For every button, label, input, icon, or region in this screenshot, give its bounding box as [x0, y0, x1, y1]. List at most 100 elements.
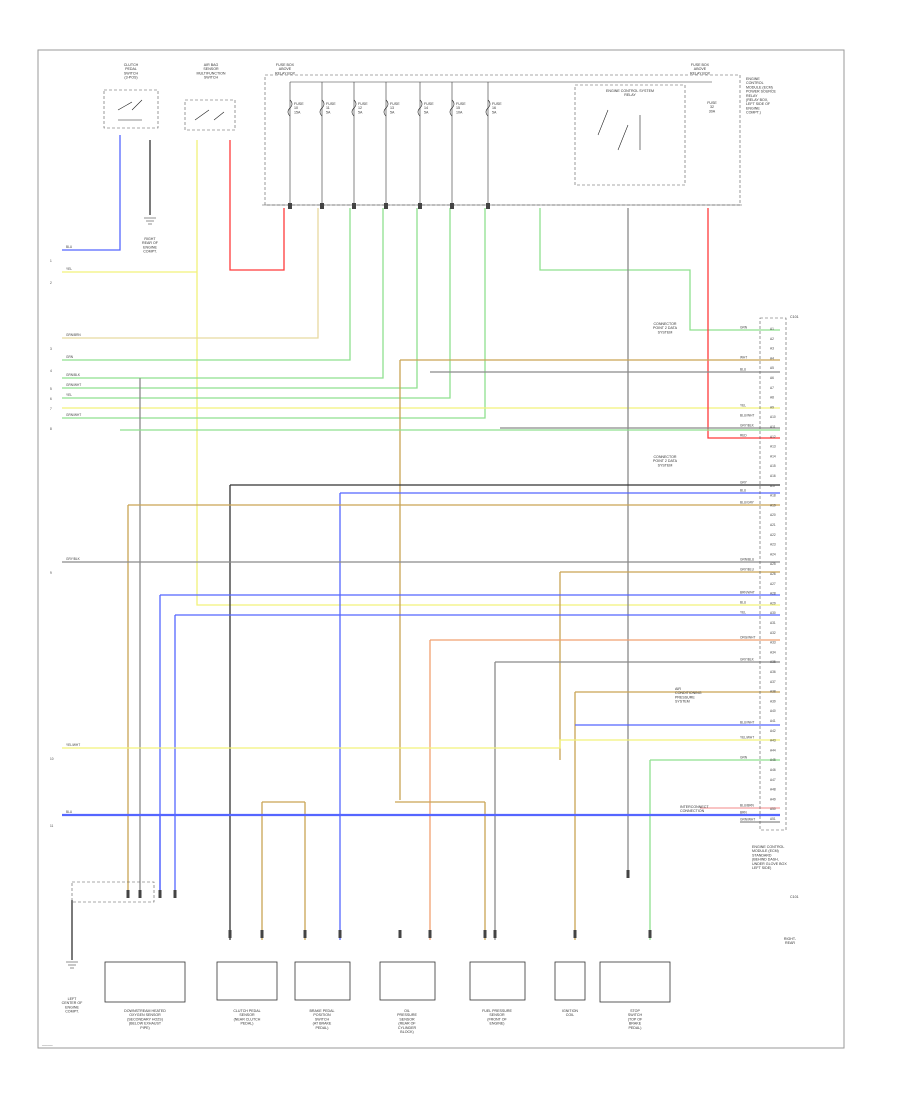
ecm-pin-label: A4: [770, 356, 774, 360]
ecm-pin-label: A1: [770, 327, 774, 331]
right-wire-label: BRN/WHT: [740, 591, 755, 595]
wire-green: [62, 208, 486, 419]
ecm-pin-label: A3: [770, 347, 774, 351]
ecm-pin-label: A10: [770, 415, 776, 419]
connector-pin: [320, 203, 324, 209]
right-wire-label: BLU/BRN: [740, 804, 755, 808]
ecm-pin-label: A44: [770, 748, 776, 752]
ecm-pin-label: A48: [770, 788, 776, 792]
ecm-pin-label: A24: [770, 552, 776, 556]
ecm-pin-label: A51: [770, 817, 776, 821]
ecm-pin-label: A21: [770, 523, 776, 527]
left-label-color: GRY/BLK: [66, 557, 81, 561]
ecm-pin-label: A9: [770, 405, 774, 409]
ecm-pin-label: A47: [770, 778, 776, 782]
ecm-pin-label: A22: [770, 533, 776, 537]
ecm-pin-label: A31: [770, 621, 776, 625]
left-label-num: 7: [50, 407, 52, 411]
connector-pin: [338, 930, 342, 938]
ecm-pin-label: A42: [770, 729, 776, 733]
left-label-num: 3: [50, 347, 52, 351]
wire-green: [539, 208, 780, 331]
wire-green: [62, 208, 351, 361]
ecm-pin-label: A46: [770, 768, 776, 772]
fuse-symbol: [287, 99, 293, 117]
right-wire-label: ORG/WHT: [740, 636, 755, 640]
fuse-symbol: [319, 99, 325, 117]
ecm-pin-label: A41: [770, 719, 776, 723]
connector-pin: [173, 890, 177, 898]
ecm-pin-label: A33: [770, 641, 776, 645]
left-label-num: 6: [50, 397, 52, 401]
connector-pin: [260, 930, 264, 938]
left-wire-labels: 1BLU2YEL3GRN/BRN4GRN5GRN/BLK6GRN/WHT7YEL…: [50, 245, 81, 828]
right-wire-label: BLU/WHT: [740, 414, 754, 418]
ecm-pin-label: A49: [770, 797, 776, 801]
wire-blue: [62, 135, 121, 251]
ecm-pin-label: A7: [770, 386, 774, 390]
connector-pin: [158, 890, 162, 898]
left-label-num: 2: [50, 281, 52, 285]
ecm-pin-label: A15: [770, 464, 776, 468]
ecm-pin-label: A18: [770, 494, 776, 498]
connector-pin: [626, 870, 630, 878]
right-wire-label: BRN: [740, 811, 747, 815]
page-ref: ______: [41, 1042, 53, 1046]
right-wire-label: GRN: [740, 326, 748, 330]
ecm-connector-pins: A1A2A3A4A5A6A7A8A9A10A11A12A13A14A15A16A…: [759, 317, 787, 831]
right-wire-label: GRY/BLK: [740, 424, 755, 428]
connector-pin: [228, 930, 232, 938]
connector-pin: [352, 203, 356, 209]
wire-tan: [62, 208, 319, 339]
ecm-connector-label-2: C101: [790, 895, 799, 899]
right-wire-label: YEL: [740, 404, 746, 408]
right-wire-label: BLU: [740, 601, 747, 605]
right-wire-label: BLU: [740, 489, 747, 493]
fuse-symbol: [485, 99, 491, 117]
ecm-pin-label: A39: [770, 699, 776, 703]
ecm-pin-label: A6: [770, 376, 774, 380]
ecm-pin-label: A36: [770, 670, 776, 674]
ecm-pin-label: A30: [770, 611, 776, 615]
right-wire-label: YEL/WHT: [740, 736, 754, 740]
left-label-color: BLU: [66, 245, 73, 249]
left-label-num: 4: [50, 369, 52, 373]
right-wire-label: GRN/BLU: [740, 558, 755, 562]
left-label-color: GRN/BRN: [66, 333, 81, 337]
connector-pin: [573, 930, 577, 938]
left-label-color: GRN: [66, 355, 74, 359]
connector-pin: [428, 930, 432, 938]
right-wire-label: GRN/WHT: [740, 818, 755, 822]
ecm-pin-label: A5: [770, 366, 774, 370]
right-wire-label: GRY/BLU: [740, 568, 755, 572]
connector-pin: [450, 203, 454, 209]
connector-pin: [303, 930, 307, 938]
ecm-pin-label: A32: [770, 631, 776, 635]
ecm-pin-label: A29: [770, 601, 776, 605]
left-label-color: GRN/WHT: [66, 383, 81, 387]
connector-pin: [418, 203, 422, 209]
